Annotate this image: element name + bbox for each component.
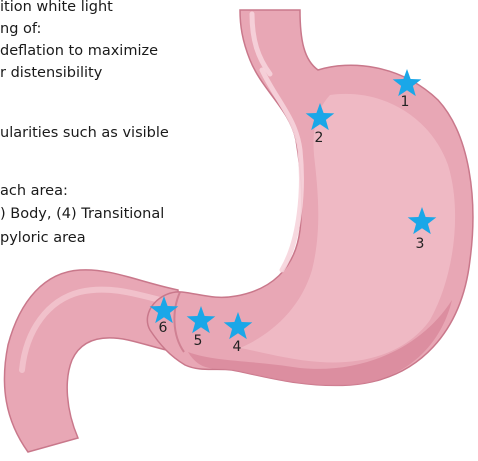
marker-label: 6	[159, 320, 168, 336]
marker-label: 1	[401, 94, 410, 110]
marker-label: 5	[194, 333, 203, 349]
marker-label: 4	[233, 339, 242, 355]
marker-label: 3	[416, 236, 425, 252]
marker-label: 2	[315, 130, 324, 146]
